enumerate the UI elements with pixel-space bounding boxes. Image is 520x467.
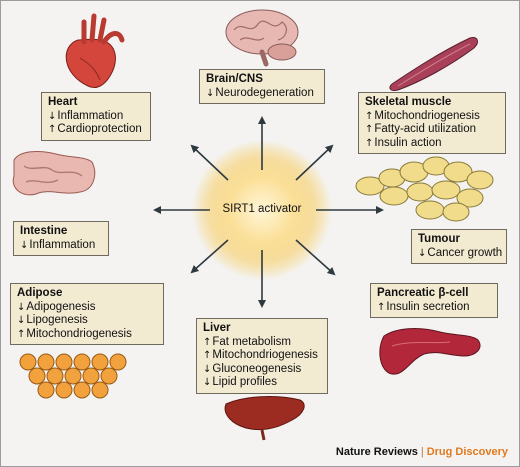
adipose-item-2-dir: ↓	[17, 315, 26, 326]
pancreas-illustration	[379, 328, 481, 375]
arrow-to-pancreas	[295, 239, 336, 276]
activator-glow	[192, 140, 332, 280]
muscle-box: Skeletal muscle ↑Mitochondriogenesis ↑Fa…	[358, 92, 506, 154]
liver-item-3-text: Gluconeogenesis	[212, 362, 302, 375]
liver-item-1-dir: ↑	[203, 336, 212, 348]
intestine-item-1-dir: ↓	[20, 239, 29, 251]
brain-box: Brain/CNS ↓Neurodegeneration	[199, 69, 325, 104]
liver-illustration	[224, 396, 305, 441]
intestine-box: Intestine ↓Inflammation	[13, 221, 109, 256]
brain-illustration	[225, 9, 299, 67]
heart-item-2-text: Cardioprotection	[57, 123, 142, 135]
intestine-title: Intestine	[20, 225, 68, 237]
intestine-item-1-text: Inflammation	[29, 238, 96, 251]
muscle-item-1-text: Mitochondriogenesis	[374, 109, 480, 122]
intestine-illustration	[12, 151, 96, 196]
liver-item-1-text: Fat metabolism	[212, 335, 291, 348]
arrow-to-adipose	[190, 239, 229, 274]
arrow-to-heart	[190, 144, 229, 181]
tumour-item-1-dir: ↓	[418, 247, 427, 259]
muscle-illustration	[389, 37, 478, 91]
brain-item-1-text: Neurodegeneration	[215, 86, 314, 99]
liver-item-4-dir: ↓	[203, 377, 212, 388]
adipose-item-3-dir: ↑	[17, 328, 26, 340]
heart-title: Heart	[48, 96, 78, 108]
brain-title: Brain/CNS	[206, 73, 263, 85]
pancreas-item-1-dir: ↑	[377, 301, 386, 313]
tumour-box: Tumour ↓Cancer growth	[411, 229, 507, 264]
tumour-item-1-text: Cancer growth	[427, 246, 503, 259]
muscle-item-2-dir: ↑	[365, 124, 374, 135]
muscle-title: Skeletal muscle	[365, 96, 452, 108]
adipose-box: Adipose ↓Adipogenesis ↓Lipogenesis ↑Mito…	[10, 283, 164, 345]
arrow-to-muscle	[295, 144, 334, 181]
heart-box: Heart ↓Inflammation ↑Cardioprotection	[41, 92, 151, 141]
adipose-cells-illustration	[19, 353, 127, 399]
heart-item-1-text: Inflammation	[57, 109, 124, 122]
liver-title: Liver	[203, 322, 231, 334]
muscle-item-3-dir: ↑	[365, 137, 374, 149]
pancreas-title: Pancreatic β-cell	[377, 287, 469, 299]
brain-item-1-dir: ↓	[206, 87, 215, 99]
muscle-item-1-dir: ↑	[365, 110, 374, 122]
pancreas-box: Pancreatic β-cell ↑Insulin secretion	[370, 283, 498, 318]
adipose-item-2-text: Lipogenesis	[26, 314, 88, 326]
muscle-item-3-text: Insulin action	[374, 136, 442, 149]
adipose-item-1-text: Adipogenesis	[26, 300, 96, 313]
liver-item-2-text: Mitochondriogenesis	[212, 349, 318, 361]
muscle-item-2-text: Fatty-acid utilization	[374, 123, 477, 135]
adipose-item-3-text: Mitochondriogenesis	[26, 327, 132, 340]
liver-item-3-dir: ↓	[203, 363, 212, 375]
adipose-title: Adipose	[17, 287, 63, 299]
heart-illustration	[65, 13, 125, 89]
source-credit-publisher: Nature Reviews	[335, 446, 418, 458]
pancreas-item-1-text: Insulin secretion	[386, 300, 470, 313]
activator-label: SIRT1 activator	[222, 203, 302, 215]
source-credit-journal: Drug Discovery	[426, 446, 508, 458]
heart-item-2-dir: ↑	[48, 124, 57, 135]
tumour-cells-illustration	[355, 156, 494, 222]
tumour-title: Tumour	[418, 233, 460, 245]
liver-box: Liver ↑Fat metabolism ↑Mitochondriogenes…	[196, 318, 328, 394]
source-credit: Nature Reviews|Drug Discovery	[336, 446, 508, 458]
adipose-item-1-dir: ↓	[17, 301, 26, 313]
liver-item-4-text: Lipid profiles	[212, 376, 277, 388]
source-credit-separator: |	[420, 446, 424, 458]
heart-item-1-dir: ↓	[48, 110, 57, 122]
liver-item-2-dir: ↑	[203, 350, 212, 361]
